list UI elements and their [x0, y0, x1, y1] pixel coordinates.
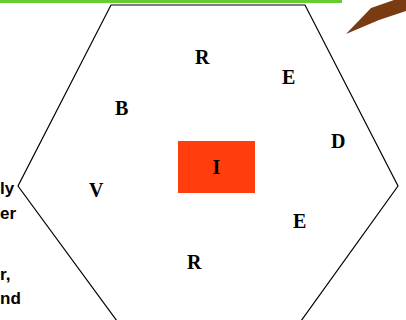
text-fragment: nd	[0, 290, 21, 307]
box-letter: I	[213, 157, 221, 177]
red-box: I	[178, 141, 255, 193]
green-rule	[0, 0, 342, 3]
hexagon-letter: D	[331, 131, 345, 151]
brown-shape	[346, 0, 406, 34]
hexagon-outline	[18, 5, 398, 320]
hexagon-letter: R	[187, 252, 201, 272]
text-fragment: ly	[0, 180, 14, 197]
hexagon-letter: R	[195, 47, 209, 67]
hexagon-letter: V	[89, 180, 103, 200]
text-fragment: r,	[0, 266, 10, 283]
hexagon-letter: E	[293, 211, 306, 231]
hexagon-letter: E	[282, 67, 295, 87]
text-fragment: er	[0, 205, 16, 222]
hexagon-letter: B	[115, 98, 128, 118]
